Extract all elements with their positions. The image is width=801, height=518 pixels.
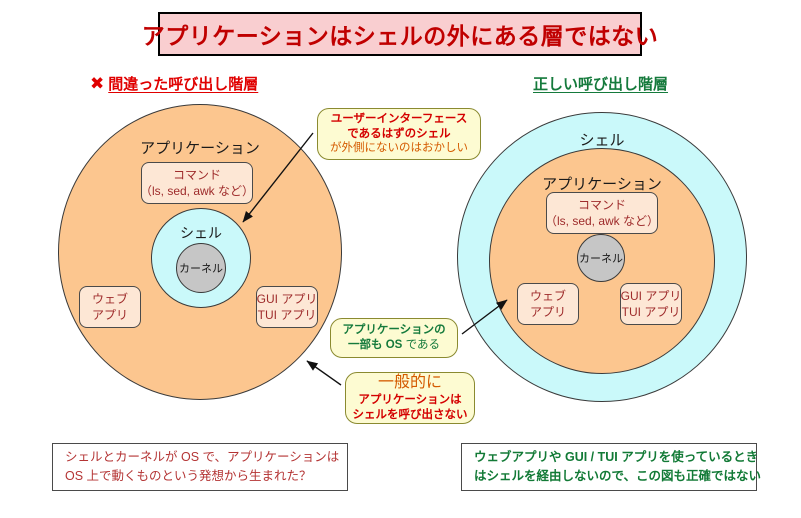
left-gui-tui-app-box-line2: TUI アプリ bbox=[257, 308, 317, 322]
note-box-right-line2: はシェルを経由しないので、この図も正確ではない bbox=[474, 469, 762, 483]
right-kernel-circle: カーネル bbox=[577, 234, 625, 282]
note-box-right: ウェブアプリや GUI / TUI アプリを使っているとき はシェルを経由しない… bbox=[461, 443, 762, 491]
callout-no-shell-call-line1: 一般的に bbox=[377, 373, 442, 391]
right-web-app-box-line1: ウェブ bbox=[529, 288, 566, 303]
left-kernel-circle-label: カーネル bbox=[179, 263, 223, 275]
right-command-box: コマンド （ls, sed, awk など） bbox=[544, 192, 660, 234]
left-command-box-line1: コマンド bbox=[172, 167, 221, 182]
right-application-circle-label: アプリケーション bbox=[542, 176, 662, 193]
left-web-app-box-line2: アプリ bbox=[91, 308, 128, 322]
callout-os-part: アプリケーションの 一部も OS である bbox=[330, 318, 458, 358]
callout-ui-shell: ユーザーインターフェース であるはずのシェル が外側にないのはおかしい bbox=[317, 108, 481, 160]
right-command-box-line1: コマンド bbox=[577, 197, 626, 212]
right-web-app-box: ウェブ アプリ bbox=[517, 283, 579, 325]
left-web-app-box: ウェブ アプリ bbox=[79, 286, 141, 328]
heading-wrong-hierarchy: ✖ 間違った呼び出し階層 bbox=[90, 73, 258, 94]
right-gui-tui-app-box: GUI アプリ TUI アプリ bbox=[620, 283, 682, 325]
note-box-right-line1: ウェブアプリや GUI / TUI アプリを使っているとき bbox=[474, 449, 759, 464]
callout-os-part-line2-bold: 一部も OS bbox=[348, 339, 406, 351]
callout-os-part-line1: アプリケーションの bbox=[342, 324, 446, 337]
left-shell-circle-label: シェル bbox=[180, 225, 222, 241]
note-box-left-line2: OS 上で動くものという発想から生まれた？ bbox=[65, 469, 312, 483]
page-title-banner: アプリケーションはシェルの外にある層ではない bbox=[142, 12, 658, 56]
heading-correct-hierarchy: 正しい呼び出し階層 bbox=[533, 73, 668, 94]
left-command-box: コマンド （ls, sed, awk など） bbox=[139, 162, 255, 204]
callout-no-shell-call: 一般的に アプリケーションは シェルを呼び出さない bbox=[345, 372, 475, 424]
right-gui-tui-app-box-line2: TUI アプリ bbox=[621, 305, 681, 319]
left-kernel-circle: カーネル bbox=[176, 243, 226, 293]
right-gui-tui-app-box-line1: GUI アプリ bbox=[620, 288, 682, 303]
note-box-left-line1: シェルとカーネルが OS で、アプリケーションは bbox=[65, 449, 340, 464]
heading-correct-label: 正しい呼び出し階層 bbox=[533, 76, 669, 93]
note-box-left: シェルとカーネルが OS で、アプリケーションは OS 上で動くものという発想か… bbox=[52, 443, 348, 491]
cross-mark-icon: ✖ bbox=[90, 74, 105, 93]
callout-ui-shell-line2: であるはずのシェル bbox=[347, 127, 451, 140]
callout-no-shell-call-line3: シェルを呼び出さない bbox=[352, 409, 468, 422]
left-web-app-box-line1: ウェブ bbox=[91, 291, 128, 306]
right-command-box-line2: （ls, sed, awk など） bbox=[544, 214, 660, 228]
arrow-noshell-to-left-app bbox=[306, 360, 342, 386]
callout-os-part-line2-plain: である bbox=[405, 339, 440, 351]
heading-wrong-label: 間違った呼び出し階層 bbox=[108, 76, 259, 93]
left-gui-tui-app-box-line1: GUI アプリ bbox=[256, 291, 318, 306]
right-kernel-circle-label: カーネル bbox=[579, 253, 623, 265]
right-web-app-box-line2: アプリ bbox=[529, 305, 566, 319]
left-command-box-line2: （ls, sed, awk など） bbox=[139, 184, 255, 198]
left-gui-tui-app-box: GUI アプリ TUI アプリ bbox=[256, 286, 318, 328]
callout-ui-shell-line1: ユーザーインターフェース bbox=[330, 112, 468, 125]
callout-ui-shell-line3: が外側にないのはおかしい bbox=[330, 142, 468, 155]
right-shell-circle-label: シェル bbox=[579, 132, 625, 149]
callout-no-shell-call-line2: アプリケーションは bbox=[358, 394, 462, 407]
page-title: アプリケーションはシェルの外にある層ではない bbox=[141, 23, 659, 49]
callout-os-part-line2: 一部も OS である bbox=[348, 338, 440, 353]
left-application-circle-label: アプリケーション bbox=[140, 140, 260, 157]
